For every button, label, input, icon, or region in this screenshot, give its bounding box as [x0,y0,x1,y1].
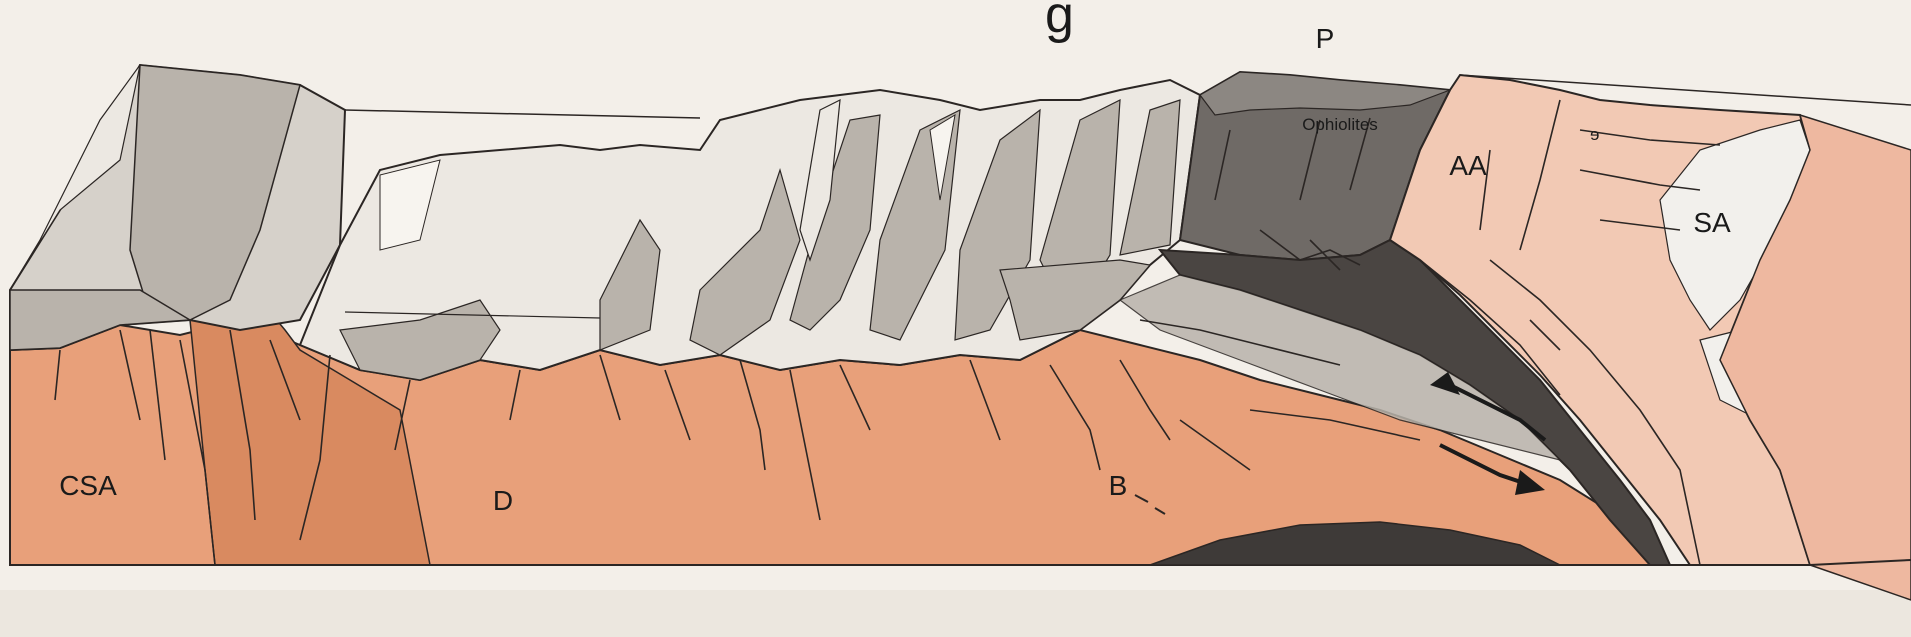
label-csa: CSA [59,470,117,501]
label-aa: AA [1449,150,1487,181]
label-sa: SA [1693,207,1731,238]
label-ophiolites: Ophiolites [1302,115,1378,134]
header-fragment: g [1045,0,1074,44]
label-p: P [1316,23,1335,54]
paper-margin [0,590,1911,637]
label-b: B [1109,470,1128,501]
label-d: D [493,485,513,516]
small-glyph: ɘ [1590,125,1599,144]
